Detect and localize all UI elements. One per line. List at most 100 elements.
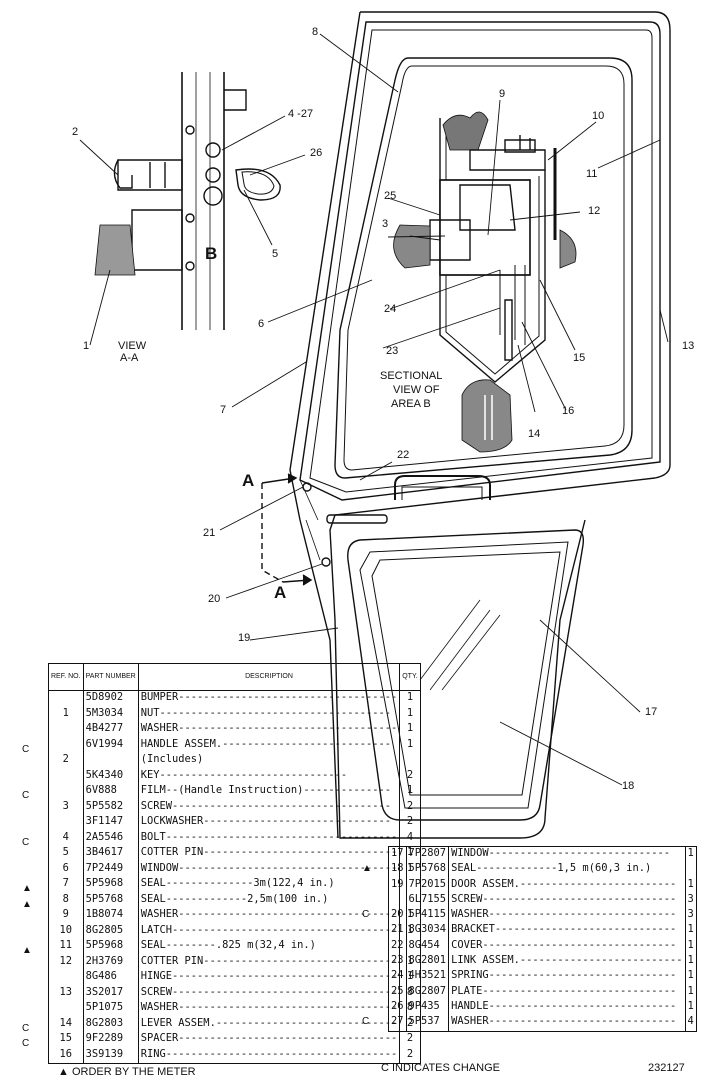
part-number-cell: 5K4340 xyxy=(82,768,139,784)
ref-no-cell: 4 xyxy=(62,830,69,843)
part-number-cell: 4B4277 xyxy=(82,722,139,738)
description-cell: LOCKWASHER------------------------------ xyxy=(137,815,400,831)
ref-no-cell: 9 xyxy=(62,908,69,920)
part-number-cell: 7P2807 xyxy=(405,846,449,863)
ref-no-cell: 21 xyxy=(391,923,404,936)
view-aa-label: VIEW xyxy=(118,340,147,352)
qty-cell: 1 xyxy=(399,722,421,738)
part-number-cell: 5P5768 xyxy=(82,892,139,908)
description-cell: PLATE------------------------------- xyxy=(448,984,686,1000)
callout-9: 9 xyxy=(499,88,506,100)
callout-22: 22 xyxy=(397,449,410,461)
ref-no-cell xyxy=(49,769,84,785)
description-cell: SCREW----------------------------------- xyxy=(137,799,400,815)
callout-13: 13 xyxy=(682,340,695,352)
part-number-cell: 8G2801 xyxy=(405,954,449,970)
qty-cell: 1 xyxy=(684,938,697,955)
description-cell: WASHER------------------------------ xyxy=(448,908,686,924)
ref-no-cell: 24 xyxy=(391,969,404,982)
table-row: 2 (Includes) xyxy=(49,753,421,769)
qty-cell: 1 xyxy=(399,706,421,722)
description-cell: COVER------------------------------- xyxy=(448,938,686,955)
ref-no-cell xyxy=(49,815,84,831)
callout-10: 10 xyxy=(592,110,605,122)
change-flag: ▲ xyxy=(22,898,32,910)
part-number-cell: 6V888 xyxy=(82,784,139,800)
part-number-cell: 8G454 xyxy=(405,938,449,955)
ref-no-cell: 10 xyxy=(59,923,73,936)
qty-cell: 3 xyxy=(684,892,697,909)
ref-no-cell: 6 xyxy=(62,861,69,874)
ref-no-cell: 1 xyxy=(62,706,69,719)
ref-no-cell: 8 xyxy=(62,892,69,905)
ref-no-cell: 22 xyxy=(391,938,404,951)
ref-no-cell xyxy=(389,893,407,908)
ref-no-cell: 23 xyxy=(391,954,404,967)
description-cell: DOOR ASSEM.------------------------- xyxy=(448,877,686,893)
qty-cell: 1 xyxy=(399,784,421,800)
part-number-cell: 8G2803 xyxy=(82,1016,139,1032)
description-cell: SPACER----------------------------------… xyxy=(137,1032,400,1048)
part-number-cell: 8G2805 xyxy=(82,923,139,939)
change-flag: ▲ xyxy=(22,945,32,956)
callout-19: 19 xyxy=(238,632,251,644)
callout-1: 1 xyxy=(83,340,90,352)
part-number-cell: 3S2017 xyxy=(82,985,139,1001)
description-cell: SCREW-----------------------------------… xyxy=(137,985,400,1001)
indicates-change-note: C INDICATES CHANGE xyxy=(381,1062,500,1074)
ref-no-cell: 20 xyxy=(391,908,404,921)
ref-no-cell: 7 xyxy=(62,877,69,889)
callout-6: 6 xyxy=(258,318,265,330)
part-number-cell: 2A5546 xyxy=(82,830,139,846)
description-cell: HANDLE------------------------------ xyxy=(448,999,686,1016)
change-flag: ▲ xyxy=(362,863,372,875)
ref-no-cell: 18 xyxy=(391,862,404,875)
part-number-cell: 5D8902 xyxy=(82,690,139,707)
qty-cell: 1 xyxy=(399,690,421,707)
sectional-label-3: AREA B xyxy=(391,398,431,410)
part-number-cell: 5P5968 xyxy=(82,939,139,955)
callout-7: 7 xyxy=(220,404,227,416)
part-number-header: PART NUMBER xyxy=(82,663,139,691)
part-number-cell: 6L7155 xyxy=(405,892,449,909)
ref-no-cell: 13 xyxy=(59,985,73,998)
qty-cell: 2 xyxy=(399,815,421,831)
part-number-cell: 5P5968 xyxy=(82,877,139,893)
description-cell: BUMPER----------------------------------… xyxy=(137,690,400,707)
ref-no-cell: 27 xyxy=(391,1015,404,1028)
part-number-cell xyxy=(82,753,139,769)
description-cell: SEAL--------------3m(122,4 in.) xyxy=(137,877,400,893)
part-number-cell: 5P1075 xyxy=(82,1001,139,1017)
description-cell: LEVER ASSEM.----------------------------… xyxy=(137,1016,400,1032)
sectional-label-1: SECTIONAL xyxy=(380,370,443,382)
part-number-cell: 6V1994 xyxy=(82,737,139,753)
part-number-cell: 8G2807 xyxy=(405,984,449,1000)
description-cell: WINDOW----------------------------------… xyxy=(137,861,400,877)
description-cell: KEY------------------------------ xyxy=(137,768,400,784)
ref-no-cell xyxy=(49,784,84,800)
description-header: DESCRIPTION xyxy=(137,663,400,691)
change-flag: C xyxy=(22,836,30,848)
qty-cell: 1 xyxy=(684,984,697,1000)
change-flag: C xyxy=(362,909,370,921)
ref-no-cell: 3 xyxy=(62,799,69,812)
ref-no-cell: 11 xyxy=(59,939,73,951)
description-cell: SCREW------------------------------- xyxy=(448,892,686,909)
qty-cell: 1 xyxy=(684,954,697,970)
ref-no-cell: 12 xyxy=(59,954,73,967)
